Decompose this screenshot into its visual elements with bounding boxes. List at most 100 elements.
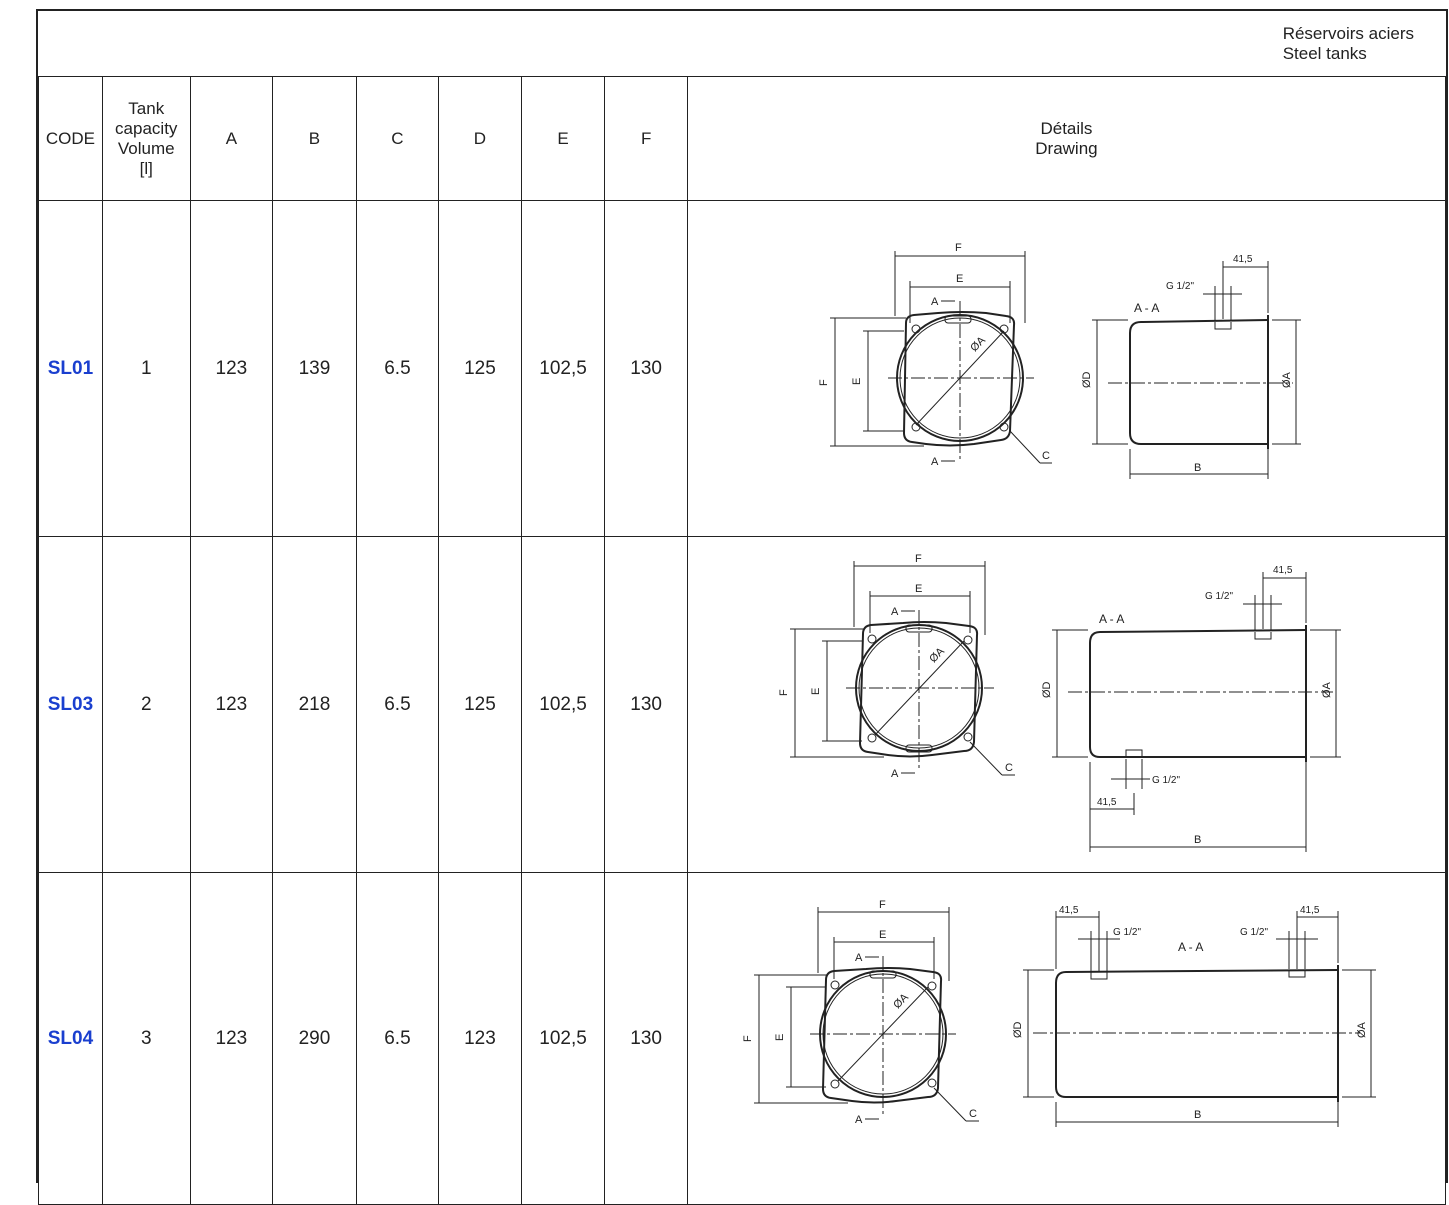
col-capacity-line1: Tank [128,98,165,118]
label-diam-a-side: ØA [1356,1021,1368,1038]
label-diam-a-side: ØA [1321,681,1333,698]
col-d: D [438,76,522,201]
col-b: B [272,76,357,201]
col-capacity-line3: Volume [117,138,175,158]
col-a: A [189,76,274,201]
label-b: B [1194,1109,1201,1121]
technical-drawing-sl01: F E A F E ØA A [818,242,1302,479]
col-capacity: Tank capacity Volume [l] [101,76,191,201]
e-cell: 102,5 [520,872,606,1205]
d-cell: 125 [438,536,522,873]
f-cell: 130 [604,200,688,537]
label-f-top: F [879,899,886,911]
code-cell[interactable]: SL01 [38,200,103,537]
label-section-bottom: A [891,768,899,780]
label-section-top: A [891,606,899,618]
document-title: Réservoirs aciers Steel tanks [1283,24,1414,64]
capacity-cell: 3 [101,872,191,1205]
label-diam-d: ØD [1081,371,1093,388]
label-e-top: E [879,929,886,941]
label-port-bottom: G 1/2" [1152,775,1180,786]
label-section: A - A [1178,940,1203,954]
label-e-side: E [774,1034,786,1041]
label-diam-d: ØD [1012,1021,1024,1038]
capacity-cell: 1 [101,200,191,537]
label-port-left: G 1/2" [1113,927,1141,938]
label-b: B [1194,834,1201,846]
code-cell[interactable]: SL03 [38,536,103,873]
datasheet: Réservoirs aciers Steel tanks CODE Tank … [36,9,1448,1205]
col-code: CODE [38,76,103,201]
label-section: A - A [1099,612,1124,626]
col-capacity-line2: capacity [115,118,178,138]
label-f-side: F [818,379,830,386]
a-cell: 123 [189,200,274,537]
col-c: C [355,76,440,201]
label-section: A - A [1134,301,1159,315]
a-cell: 123 [189,872,274,1205]
front-view: F E A F E ØA A [778,553,1016,780]
label-f-side: F [778,689,790,696]
c-cell: 6.5 [355,200,440,537]
label-offset: 41,5 [1233,254,1253,265]
f-cell: 130 [604,536,688,873]
e-cell: 102,5 [520,536,606,873]
title-english: Steel tanks [1282,44,1367,63]
d-cell: 125 [438,200,522,537]
drawing-cell: F E A F E ØA A [686,200,1447,537]
table-row: SL03 2 123 218 6.5 125 102,5 130 [38,536,1447,873]
table-row: SL01 1 123 139 6.5 125 102,5 130 [38,200,1447,537]
capacity-cell: 2 [101,536,191,873]
label-e-top: E [915,583,922,595]
d-cell: 123 [438,872,522,1205]
label-diam-d: ØD [1041,681,1053,698]
title-bar: Réservoirs aciers Steel tanks [38,11,1446,77]
label-offset-left: 41,5 [1059,905,1079,916]
code-cell[interactable]: SL04 [38,872,103,1205]
drawing-cell: F E A F E ØA A [686,536,1447,873]
e-cell: 102,5 [520,200,606,537]
table-row: SL04 3 123 290 6.5 123 102,5 130 [38,872,1447,1205]
label-offset-right: 41,5 [1300,905,1320,916]
col-e: E [520,76,606,201]
c-cell: 6.5 [355,536,440,873]
title-french: Réservoirs aciers [1282,24,1414,43]
spec-table: CODE Tank capacity Volume [l] A B C D E … [38,76,1447,1205]
drawing-cell: F E A F E ØA A [686,872,1447,1205]
front-view: F E A F E ØA A [742,899,980,1126]
b-cell: 290 [272,872,357,1205]
table-header: CODE Tank capacity Volume [l] A B C D E … [38,76,1447,201]
f-cell: 130 [604,872,688,1205]
c-cell: 6.5 [355,872,440,1205]
label-section-bottom: A [855,1114,863,1126]
front-view: F E A F E ØA A [818,242,1053,468]
section-view: ØD ØA B A - A G 1/2" 41,5 [1081,254,1302,479]
col-drawing: Détails Drawing [686,76,1447,201]
col-drawing-line1: Détails [1040,118,1093,138]
col-f: F [604,76,688,201]
label-c: C [1042,450,1050,462]
label-e-top: E [956,273,963,285]
technical-drawing-sl03: F E A F E ØA A [778,553,1342,852]
label-f-side: F [742,1035,754,1042]
label-port-right: G 1/2" [1240,927,1268,938]
label-e-side: E [851,378,863,385]
b-cell: 218 [272,536,357,873]
label-port: G 1/2" [1166,281,1194,292]
a-cell: 123 [189,536,274,873]
label-f-top: F [955,242,962,254]
label-section-top: A [931,296,939,308]
b-cell: 139 [272,200,357,537]
label-c: C [969,1108,977,1120]
section-view: ØD ØA B A - A G 1/2" 41,5 [1012,905,1377,1127]
label-diam-a-side: ØA [1281,371,1293,388]
col-drawing-line2: Drawing [1035,138,1098,158]
label-b: B [1194,462,1201,474]
label-offset: 41,5 [1273,565,1293,576]
label-e-side: E [810,688,822,695]
label-f-top: F [915,553,922,565]
label-section-top: A [855,952,863,964]
technical-drawing-sl04: F E A F E ØA A [742,899,1377,1127]
label-c: C [1005,762,1013,774]
label-section-bottom: A [931,456,939,468]
